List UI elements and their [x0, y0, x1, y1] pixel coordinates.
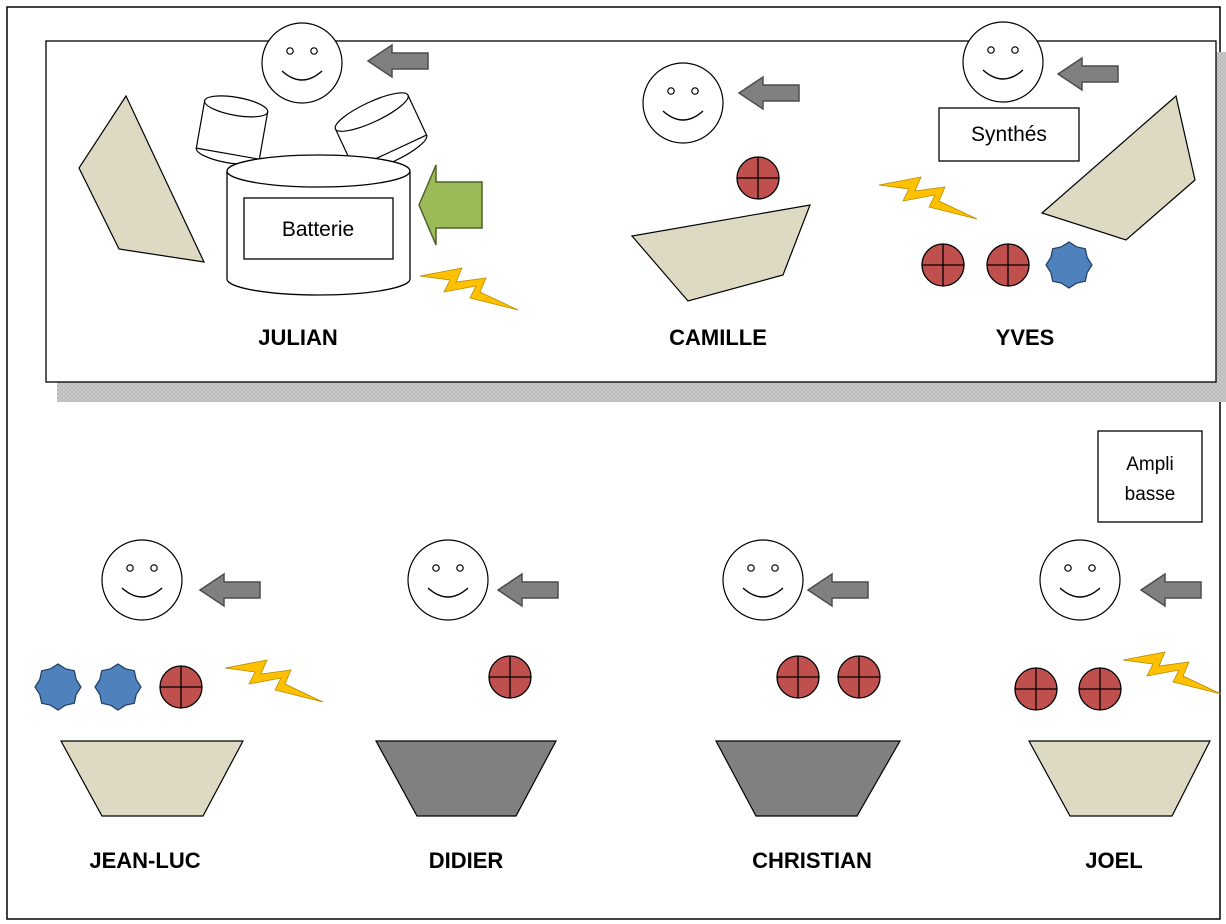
joel-socket-icon-1 [1014, 667, 1058, 711]
didier-monitor-wedge [374, 740, 557, 817]
jeanluc-power-icon [224, 659, 324, 703]
joel-monitor-wedge [1027, 740, 1211, 817]
julian-monitor-wedge [78, 94, 206, 263]
jeanluc-monitor-wedge [59, 740, 244, 817]
bass-amp-label-line1: Ampli [1126, 454, 1174, 475]
yves-xlr-icon [1045, 241, 1093, 289]
jeanluc-socket-icon [159, 665, 203, 709]
yves-monitor-wedge [1040, 94, 1196, 241]
musician-name-jean-luc: JEAN-LUC [89, 848, 200, 873]
joel-smiley-icon [1039, 539, 1121, 621]
bass-amp-box [1097, 430, 1203, 523]
camille-monitor-wedge [630, 204, 811, 302]
musician-name-christian: CHRISTIAN [752, 848, 872, 873]
camille-smiley-icon [642, 62, 724, 144]
yves-smiley-icon [962, 21, 1044, 103]
julian-smiley-icon [261, 22, 343, 104]
jeanluc-xlr-icon-1 [34, 663, 82, 711]
jeanluc-arrow-icon [199, 573, 261, 607]
christian-socket-icon-2 [837, 655, 881, 699]
christian-arrow-icon [807, 573, 869, 607]
tom-left-icon [195, 95, 269, 165]
musician-name-camille: CAMILLE [669, 325, 767, 350]
yves-socket-icon-1 [921, 243, 965, 287]
christian-smiley-icon [722, 539, 804, 621]
jeanluc-xlr-icon-2 [94, 663, 142, 711]
drums-green-arrow-icon [418, 164, 483, 246]
didier-arrow-icon [497, 573, 559, 607]
musician-name-yves: YVES [996, 325, 1055, 350]
musician-name-julian: JULIAN [258, 325, 337, 350]
drums-label-box [243, 197, 394, 260]
drums-label: Batterie [282, 218, 354, 241]
musician-name-didier: DIDIER [429, 848, 504, 873]
musician-name-joel: JOEL [1085, 848, 1142, 873]
jeanluc-smiley-icon [101, 539, 183, 621]
synth-label-box [938, 107, 1080, 162]
joel-power-icon [1122, 651, 1222, 695]
page-frame [6, 6, 1221, 920]
joel-socket-icon-2 [1078, 667, 1122, 711]
synth-label: Synthés [971, 123, 1047, 146]
christian-socket-icon-1 [776, 655, 820, 699]
bass-amp-label-line2: basse [1125, 484, 1176, 505]
didier-socket-icon [488, 655, 532, 699]
joel-arrow-icon [1140, 573, 1202, 607]
camille-socket-icon [736, 156, 780, 200]
didier-smiley-icon [407, 539, 489, 621]
christian-monitor-wedge [715, 740, 902, 817]
yves-socket-icon-2 [986, 243, 1030, 287]
